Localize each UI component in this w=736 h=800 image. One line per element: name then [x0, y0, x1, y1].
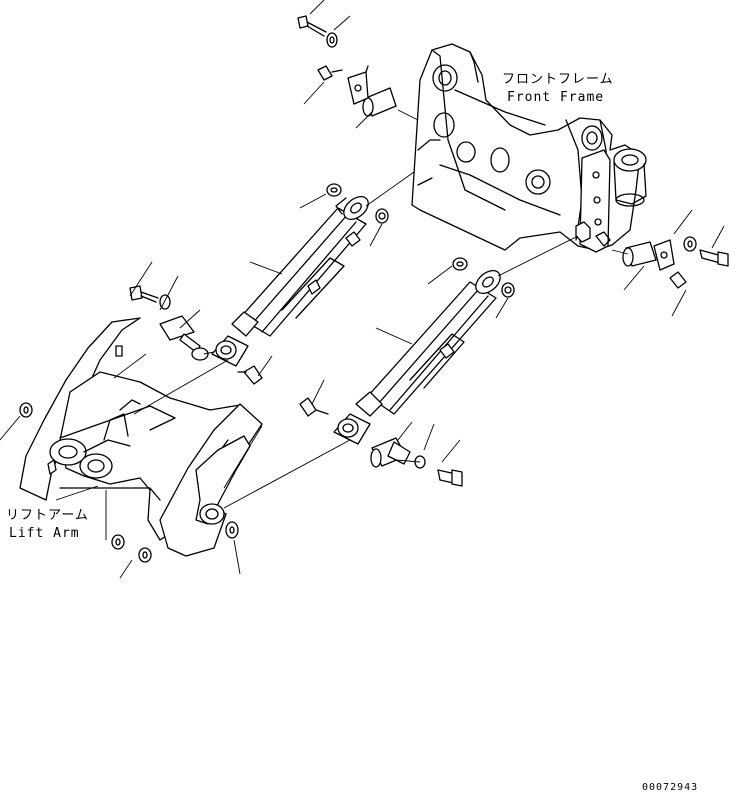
right-pin-group [622, 236, 729, 289]
lift-arm-label-jp: リフトアーム [6, 508, 89, 523]
lift-arm [19, 317, 263, 557]
document-number: 00072943 [642, 782, 699, 793]
right-lift-cylinder [333, 270, 501, 445]
lift-arm-label-en: Lift Arm [9, 526, 80, 541]
front-frame-label-en: Front Frame [507, 90, 605, 105]
left-rod-pin-group [129, 285, 263, 385]
top-pin-group [297, 15, 397, 117]
right-rod-pin-group [299, 397, 463, 487]
left-lift-cylinder [211, 196, 369, 367]
washers [19, 183, 515, 563]
front-frame [411, 43, 647, 253]
leader-lines [0, 0, 725, 579]
assembly-lines [133, 109, 629, 509]
front-frame-label-jp: フロントフレーム [502, 72, 614, 87]
